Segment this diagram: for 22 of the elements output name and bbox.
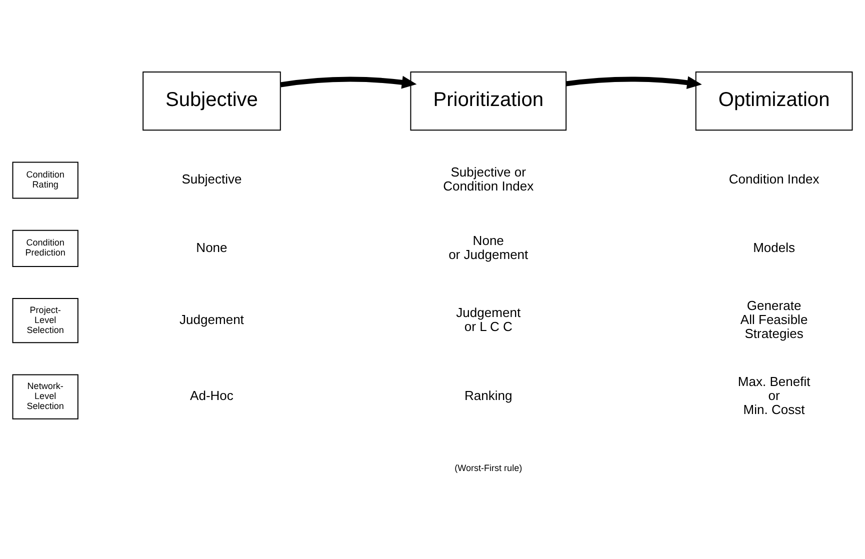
label: (Worst-First rule) xyxy=(454,463,522,474)
node-box: Network-Level Selection xyxy=(12,374,78,420)
node-box: Project-Level Selection xyxy=(12,298,78,344)
node-box: Subjective xyxy=(142,72,281,131)
label: Ad-Hoc xyxy=(190,388,234,404)
label: Max. Benefit or Min. Cosst xyxy=(738,374,810,418)
label: Generate All Feasible Strategies xyxy=(740,298,808,342)
node-box: Condition Rating xyxy=(12,162,78,199)
label: Judgement or L C C xyxy=(456,304,521,334)
label: Subjective xyxy=(182,172,242,187)
label: None or Judgement xyxy=(448,232,528,262)
arrow xyxy=(566,76,702,90)
label: Judgement xyxy=(180,312,244,328)
node-box: Optimization xyxy=(695,72,853,131)
label: Models xyxy=(753,240,796,255)
arrow xyxy=(280,76,417,89)
node-box: Condition Prediction xyxy=(12,230,78,267)
node-box: Prioritization xyxy=(410,72,567,131)
label: None xyxy=(196,240,228,255)
label: Subjective or Condition Index xyxy=(443,164,534,194)
label: Ranking xyxy=(464,388,512,404)
label: Condition Index xyxy=(728,172,820,187)
